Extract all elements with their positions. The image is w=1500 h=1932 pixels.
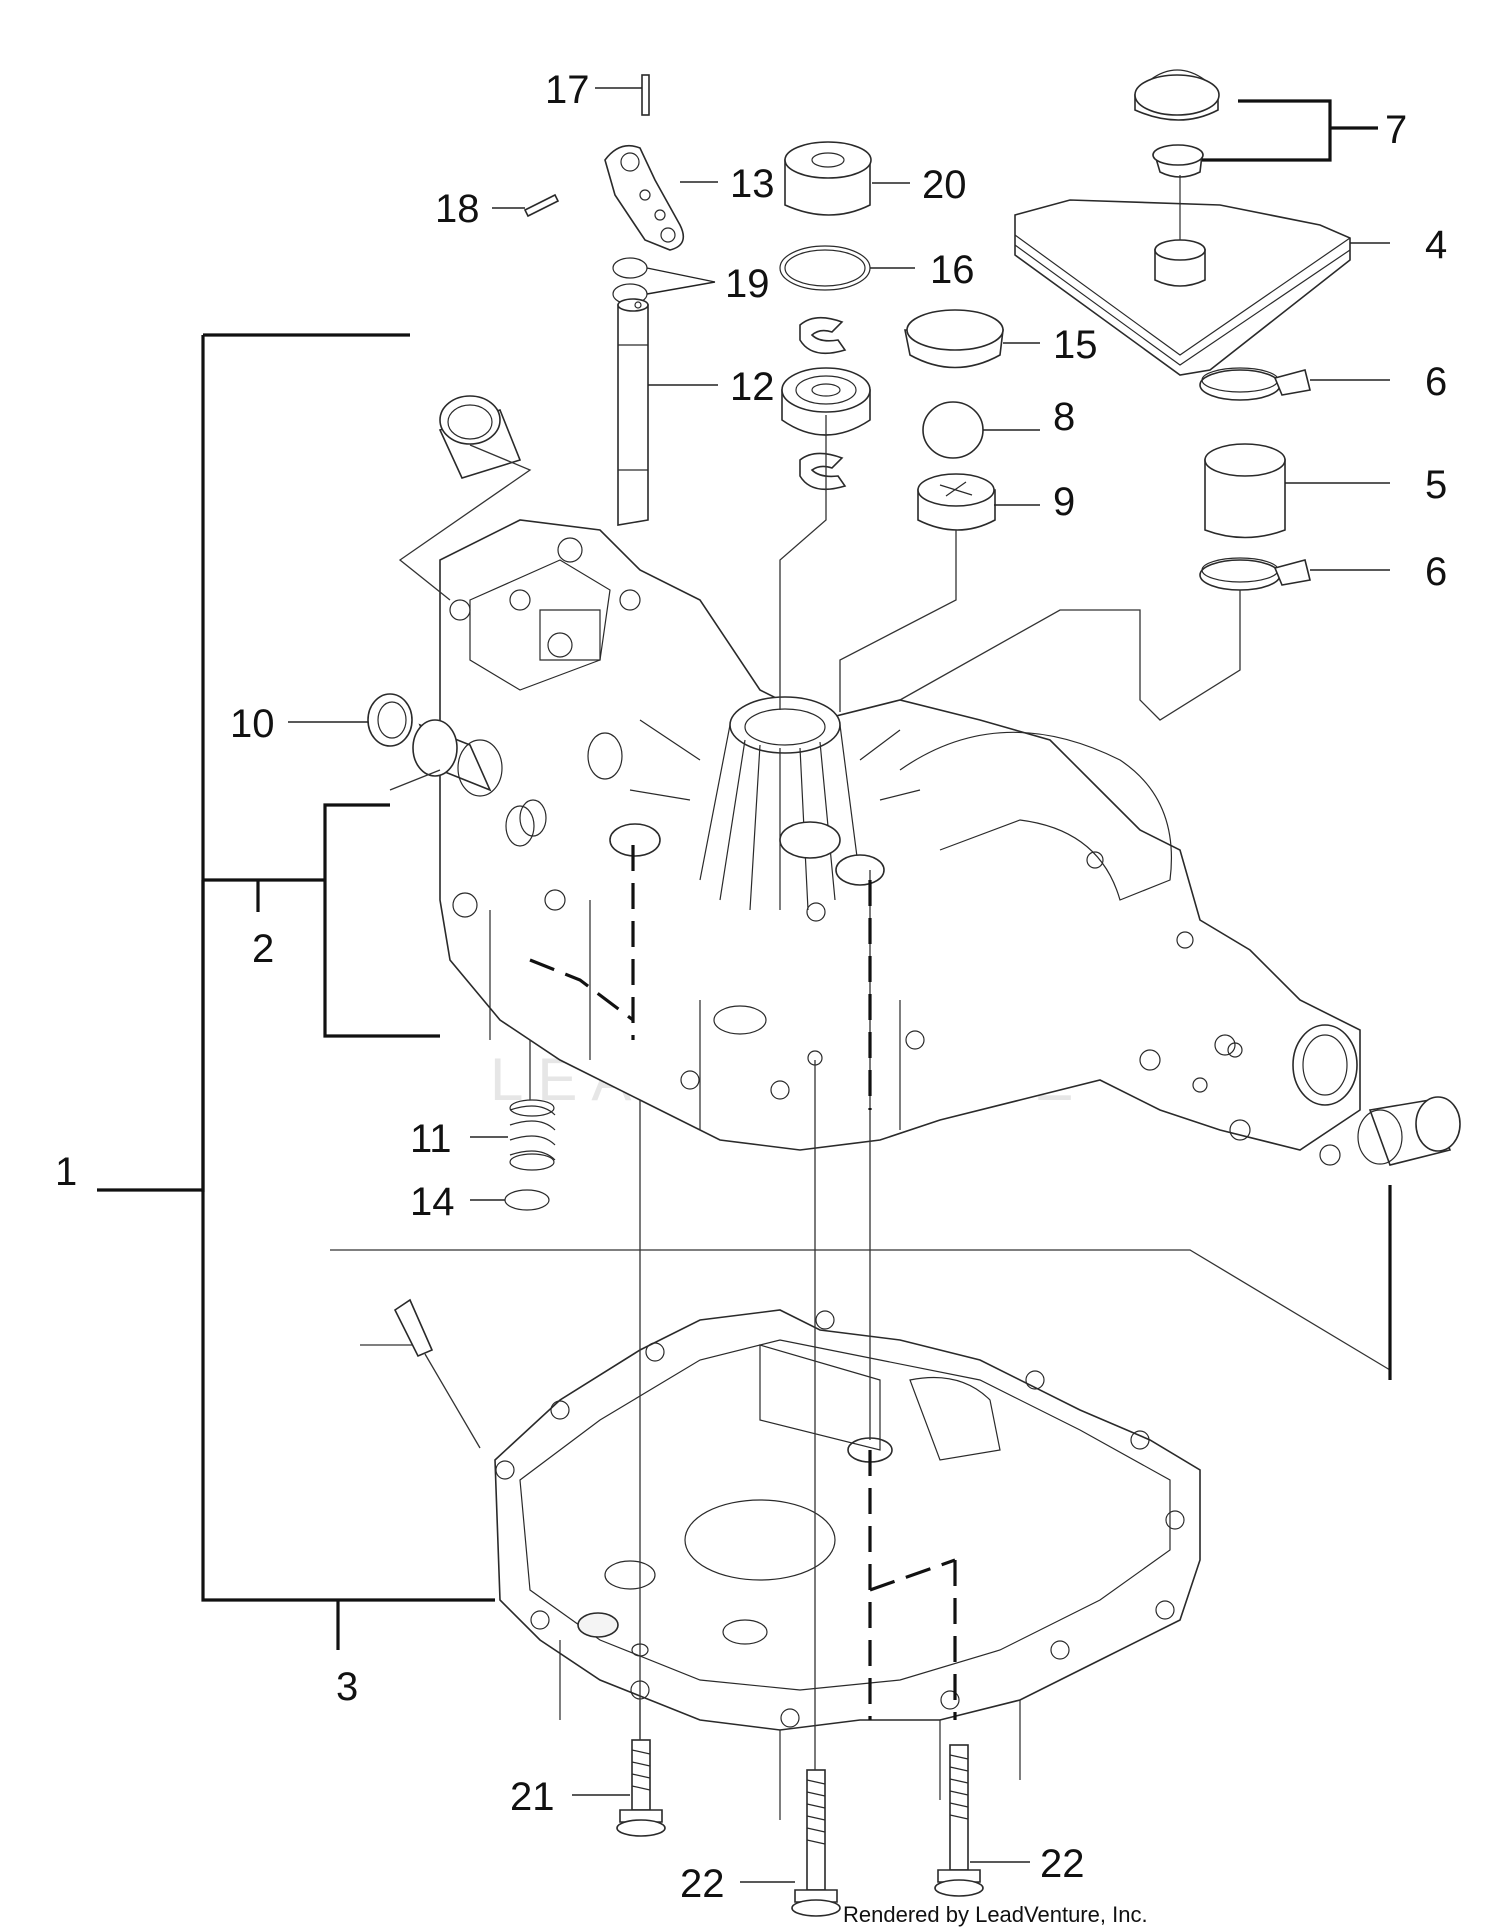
callout-4: 4 [1425,223,1447,267]
callout-19: 19 [725,262,770,306]
bearing [781,367,871,436]
clamp-6b [1199,557,1311,591]
credit-text: Rendered by LeadVenture, Inc. [843,1902,1148,1927]
callout-5: 5 [1425,463,1447,507]
callout-8: 8 [1053,395,1075,439]
leader-lines [288,87,1391,1883]
cap-9 [917,473,996,531]
bolt-22b [934,1744,984,1897]
pin-18 [523,193,560,218]
spring-11 [509,1099,556,1171]
cap-7 [1134,69,1220,178]
callout-21: 21 [510,1775,555,1819]
clip-lower [799,452,847,491]
arm-13 [604,144,685,251]
shaft-12 [617,298,649,526]
washer-20 [784,141,872,216]
callout-10: 10 [230,702,275,746]
callout-12: 12 [730,365,775,409]
callout-3: 3 [336,1665,358,1709]
ring-14 [504,1189,550,1211]
callout-13: 13 [730,162,775,206]
dipstick [360,1298,481,1449]
orings-19 [612,257,648,305]
clamp-6a [1199,367,1311,401]
snap-ring-16 [779,245,871,291]
plug-8 [922,401,984,459]
callout-11: 11 [410,1117,452,1161]
callout-6a: 6 [1425,360,1447,404]
callout-22b: 22 [1040,1842,1085,1886]
seal-10 [367,693,413,747]
callout-7: 7 [1385,108,1407,152]
lower-housing [494,1309,1201,1820]
callout-16: 16 [930,248,975,292]
cap-15 [904,309,1004,369]
callout-15: 15 [1053,323,1098,367]
pin-17 [641,74,650,116]
callout-9: 9 [1053,480,1075,524]
orings-housing [505,732,623,847]
bushing-top [438,395,522,479]
hose-5 [1204,443,1286,539]
callout-14: 14 [410,1180,455,1224]
callout-17: 17 [545,68,590,112]
upper-housing [439,519,1361,1166]
clip-upper [799,316,847,355]
bushing-left [412,719,503,797]
bracket-lines [97,99,1392,1650]
callout-1: 1 [55,1150,77,1194]
callout-20: 20 [922,163,967,207]
bushing-right [1357,1096,1461,1166]
callout-6b: 6 [1425,550,1447,594]
callout-2: 2 [252,927,274,971]
callout-numbers: 1 2 3 4 5 6 6 7 8 9 10 11 12 13 14 15 16… [55,68,1447,1906]
callout-18: 18 [435,187,480,231]
bolt-21 [616,1739,666,1837]
bolt-22a [791,1769,841,1917]
dashed-alignment [529,845,957,1720]
callout-22a: 22 [680,1862,725,1906]
tank-4 [1014,175,1351,376]
